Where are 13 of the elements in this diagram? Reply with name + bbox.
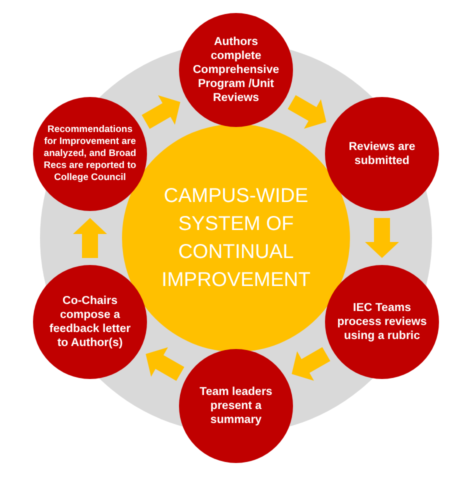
step-text: Co-Chairs compose a feedback letter to Author(s) [48,294,132,350]
step-text: Authors complete Comprehensive Program /Unit Reviews [192,35,280,105]
step-text: Recommendations for Improvement are analyzed, and Broad Recs are reported to College Council [42,124,138,184]
step-text: Reviews are submitted [348,140,416,168]
block-arrow [292,347,330,381]
center-title: CAMPUS-WIDE SYSTEM OF CONTINUAL IMPROVEMENT [160,184,312,293]
step-text: Team leaders present a summary [198,385,274,427]
block-arrow [73,218,107,258]
block-arrow [288,95,326,129]
step-text: IEC Teams process reviews using a rubric [336,301,428,343]
block-arrow [142,95,180,129]
block-arrow [365,218,399,258]
block-arrow [146,347,184,381]
